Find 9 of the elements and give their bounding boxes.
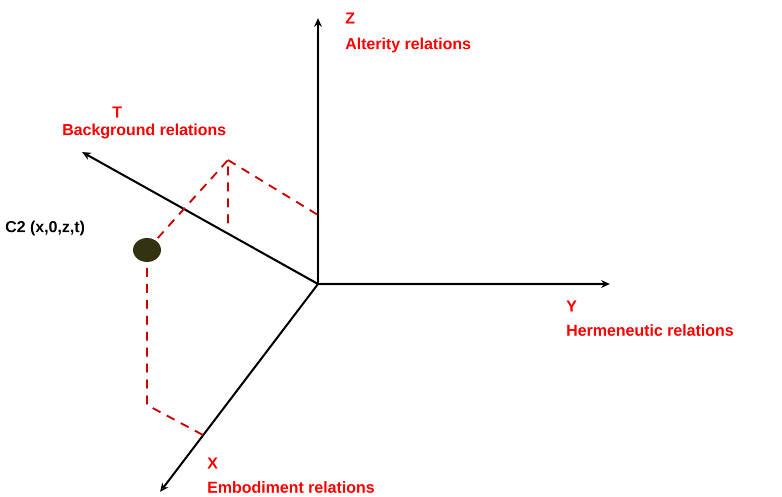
point-label: C2 (x,0,z,t) <box>6 220 84 236</box>
axis-label: Hermeneutic relations <box>567 324 733 336</box>
axis-label: Y <box>566 300 577 312</box>
axis-label: X <box>207 458 218 468</box>
axis-label: Embodiment relations <box>208 481 374 493</box>
axis-label: Z <box>346 12 354 24</box>
axis-label: Background relations <box>63 124 226 138</box>
axis-label: T <box>112 106 122 118</box>
axis-label: Alterity relations <box>346 38 470 52</box>
